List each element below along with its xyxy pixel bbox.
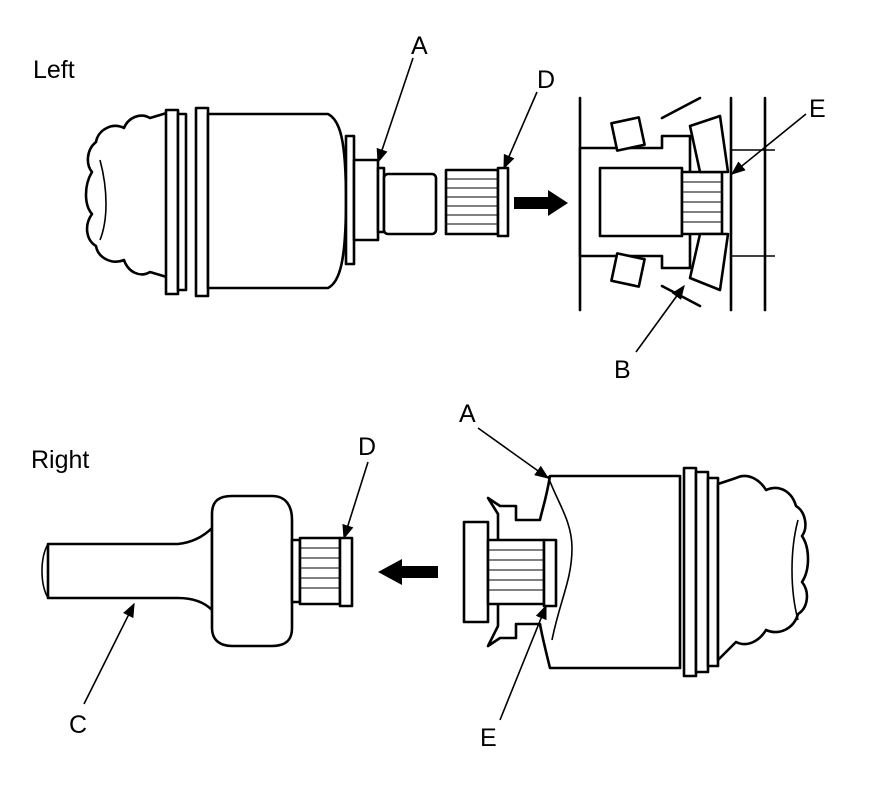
callout-b-left: B bbox=[614, 356, 631, 384]
callout-a-left: A bbox=[411, 32, 428, 60]
left-b-leader bbox=[635, 284, 685, 353]
left-view-title: Left bbox=[33, 56, 75, 84]
callout-a-right: A bbox=[459, 400, 476, 428]
right-a-leader bbox=[477, 427, 550, 479]
right-view-title: Right bbox=[31, 446, 89, 474]
left-diff-splines bbox=[682, 181, 722, 223]
left-view: Left bbox=[33, 32, 826, 384]
left-joint-housing bbox=[206, 112, 438, 290]
left-set-ring bbox=[496, 166, 510, 238]
right-spline-shaft bbox=[298, 536, 354, 608]
callout-e-left: E bbox=[809, 95, 826, 123]
right-c-leader bbox=[83, 602, 135, 705]
right-cv-boot bbox=[716, 474, 810, 662]
left-d-leader bbox=[503, 91, 538, 170]
left-differential-section bbox=[578, 96, 775, 312]
right-view: Right bbox=[31, 400, 810, 752]
right-joint-housing bbox=[462, 466, 720, 678]
arrow-right-icon bbox=[514, 190, 568, 216]
right-e-leader bbox=[499, 604, 547, 721]
right-d-leader bbox=[342, 461, 369, 540]
callout-e-right: E bbox=[480, 724, 497, 752]
arrow-left-icon bbox=[378, 559, 438, 585]
left-spline-shaft bbox=[444, 166, 510, 238]
right-set-ring bbox=[338, 536, 354, 608]
right-intermediate-shaft bbox=[41, 494, 302, 648]
callout-c-right: C bbox=[69, 711, 87, 739]
left-a-leader bbox=[376, 57, 414, 164]
callout-d-left: D bbox=[537, 66, 555, 94]
left-cv-boot bbox=[84, 106, 210, 298]
left-e-leader bbox=[730, 113, 807, 175]
callout-d-right: D bbox=[358, 433, 376, 461]
